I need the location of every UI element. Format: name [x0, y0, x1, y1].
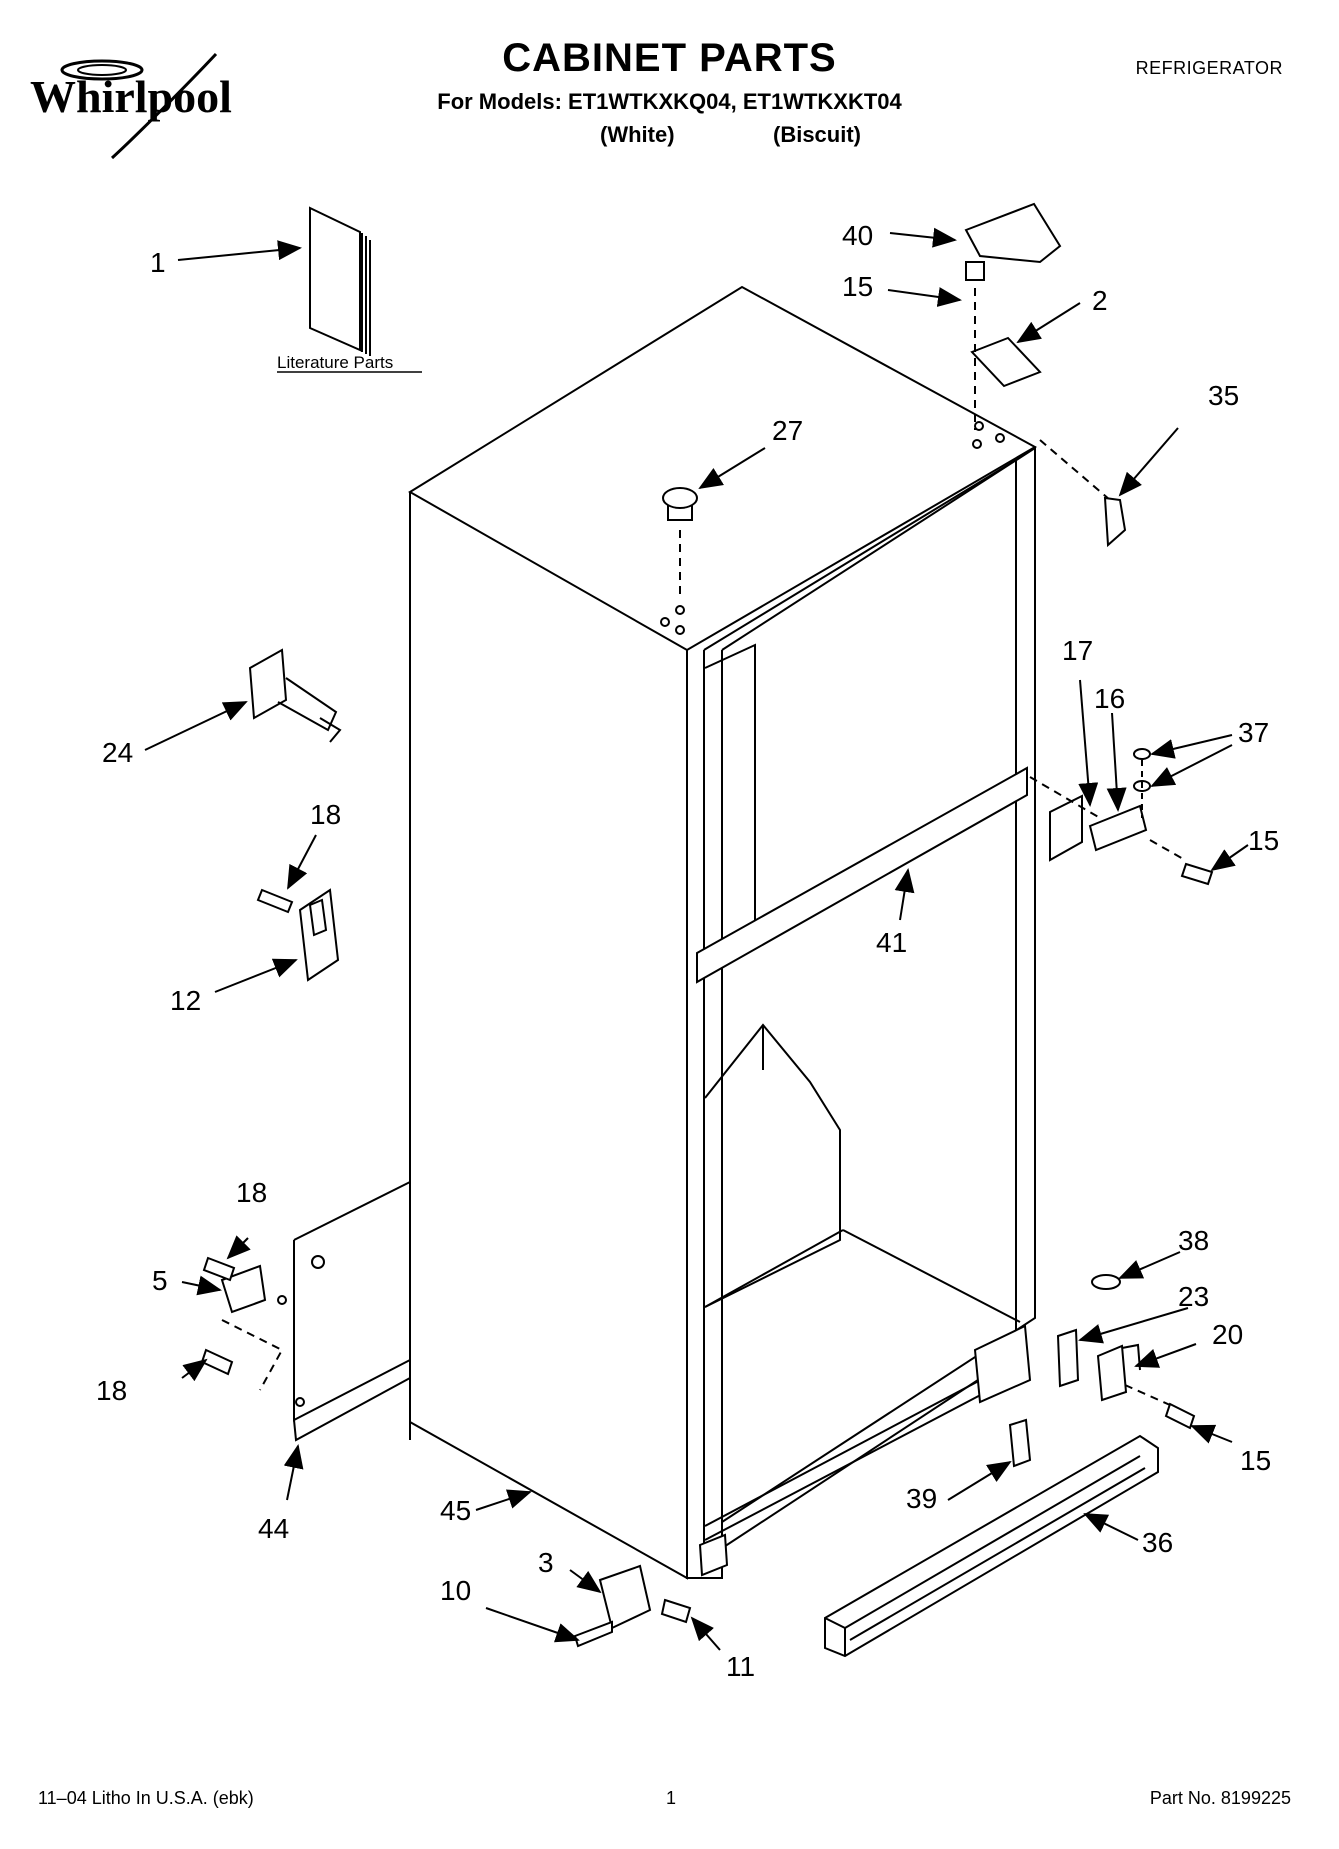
- callout-15-mid: 15: [1248, 825, 1279, 856]
- top-hinge-assembly: [965, 261, 1111, 501]
- callout-36: 36: [1142, 1527, 1173, 1558]
- callout-15-top: 15: [842, 271, 873, 302]
- callout-37: 37: [1238, 717, 1269, 748]
- leveling-leg-assembly: [573, 1533, 729, 1648]
- callout-15-low: 15: [1240, 1445, 1271, 1476]
- callout-45: 45: [440, 1495, 471, 1526]
- base-grille: [824, 1434, 1159, 1658]
- callout-12: 12: [170, 985, 201, 1016]
- door-closer-bracket: [256, 888, 340, 982]
- cabinet-interior: [704, 643, 1021, 1541]
- category-label: REFRIGERATOR: [1135, 58, 1283, 78]
- divider-bar: [696, 766, 1028, 984]
- callout-2: 2: [1092, 285, 1108, 316]
- screw-18-mid: [202, 1256, 236, 1282]
- middle-hinge-assembly: [1029, 748, 1214, 886]
- door-stop-part: [248, 648, 342, 743]
- models-line: For Models: ET1WTKXKQ04, ET1WTKXKT04: [437, 89, 902, 114]
- callout-10: 10: [440, 1575, 471, 1606]
- variant-white: (White): [600, 122, 675, 147]
- footer-page-number: 1: [666, 1788, 677, 1808]
- callout-11: 11: [726, 1651, 755, 1682]
- brand-name: Whirlpool: [30, 71, 232, 122]
- plug-button: [660, 487, 698, 635]
- variant-biscuit: (Biscuit): [773, 122, 861, 147]
- callout-18-low: 18: [96, 1375, 127, 1406]
- bottom-hinge-assembly: [973, 1274, 1196, 1430]
- callout-23: 23: [1178, 1281, 1209, 1312]
- grille-clip: [1008, 1418, 1032, 1468]
- callout-17: 17: [1062, 635, 1093, 666]
- cabinet-body: [408, 285, 1038, 1580]
- callout-40: 40: [842, 220, 873, 251]
- brand-logo: Whirlpool: [26, 46, 276, 166]
- callout-20: 20: [1212, 1319, 1243, 1350]
- callout-18-mid: 18: [236, 1177, 267, 1208]
- leader-lines: [144, 227, 1249, 1651]
- screw-18-low: [200, 1348, 234, 1376]
- callout-18-top: 18: [310, 799, 341, 830]
- hinge-cover-side: [1103, 496, 1127, 548]
- side-panel: [221, 1181, 411, 1442]
- page-title: CABINET PARTS: [502, 36, 837, 80]
- callout-27: 27: [772, 415, 803, 446]
- literature-booklet: [309, 206, 371, 356]
- literature-caption: Literature Parts: [277, 353, 393, 372]
- callout-16: 16: [1094, 683, 1125, 714]
- hinge-cover-cap: [964, 202, 1062, 264]
- callout-44: 44: [258, 1513, 289, 1544]
- callout-3: 3: [538, 1547, 554, 1578]
- clip-5: [220, 1264, 267, 1314]
- callout-41: 41: [876, 927, 907, 958]
- callout-1: 1: [150, 247, 166, 278]
- callout-5: 5: [152, 1265, 168, 1296]
- callout-35: 35: [1208, 380, 1239, 411]
- callout-24: 24: [102, 737, 133, 768]
- callout-38: 38: [1178, 1225, 1209, 1256]
- footer-litho: 11–04 Litho In U.S.A. (ebk): [38, 1788, 254, 1808]
- callout-39: 39: [906, 1483, 937, 1514]
- footer-part-number: Part No. 8199225: [1149, 1788, 1291, 1808]
